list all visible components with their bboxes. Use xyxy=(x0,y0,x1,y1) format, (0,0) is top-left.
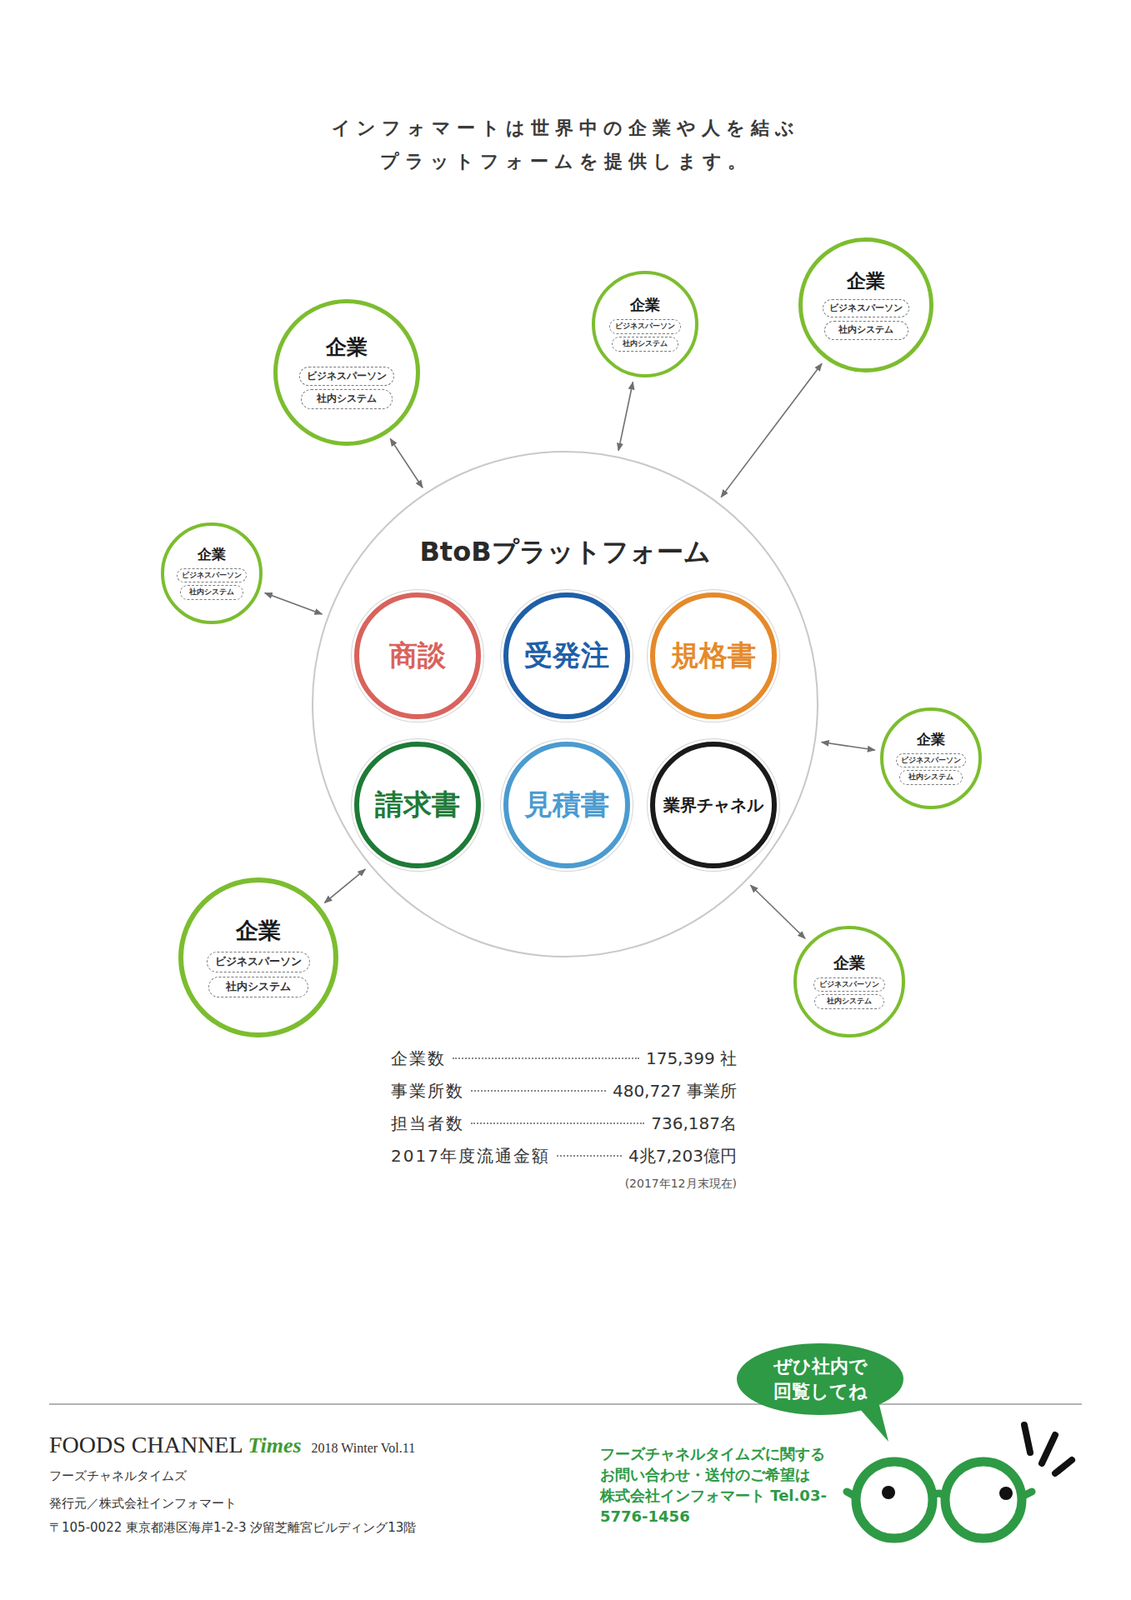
member-pill: ビジネスパーソン xyxy=(813,977,886,993)
member-label: ビジネスパーソン xyxy=(306,370,387,384)
service-label: 業界チャネル xyxy=(663,793,764,817)
footer-rule xyxy=(49,1403,1082,1406)
company-heading: 企業 xyxy=(235,917,281,944)
stat-value: 736,187名 xyxy=(650,1112,737,1136)
stat-value: 480,727 事業所 xyxy=(612,1080,737,1103)
company-circle: 企業ビジネスパーソン社内システム xyxy=(591,270,699,378)
service-label: 商談 xyxy=(389,636,446,676)
company-heading: 企業 xyxy=(846,270,886,292)
service-circle: 規格書 xyxy=(650,592,777,720)
member-label: 社内システム xyxy=(830,324,902,336)
member-pill: 社内システム xyxy=(899,770,963,786)
member-pill: ビジネスパーソン xyxy=(299,366,395,387)
stat-name: 事業所数 xyxy=(390,1080,465,1103)
service-circle: 請求書 xyxy=(354,741,481,869)
member-pill: ビジネスパーソン xyxy=(822,299,910,318)
member-pill: ビジネスパーソン xyxy=(609,319,681,335)
contact-note: フーズチャネルタイムズに関する お問い合わせ・送付のご希望は 株式会社インフォマ… xyxy=(600,1443,842,1527)
member-pill: ビジネスパーソン xyxy=(176,568,247,584)
member-pill: 社内システム xyxy=(824,320,909,340)
company-heading: 企業 xyxy=(325,335,368,361)
member-label: 社内システム xyxy=(904,772,958,783)
stat-name: 企業数 xyxy=(390,1047,446,1071)
masthead-text: FOODS CHANNEL xyxy=(49,1431,244,1459)
company-circle: 企業ビジネスパーソン社内システム xyxy=(160,522,263,625)
member-label: 社内システム xyxy=(308,392,386,406)
company-circle: 企業ビジネスパーソン社内システム xyxy=(178,877,339,1038)
speech-bubble: ぜひ社内で 回覧してね xyxy=(736,1343,904,1416)
member-label: ビジネスパーソン xyxy=(819,980,880,991)
member-label: ビジネスパーソン xyxy=(829,302,903,315)
member-label: 社内システム xyxy=(185,587,239,598)
platform-circle: BtoBプラットフォーム商談 受発注 規格書請求書 見積書 業界チャネル xyxy=(311,450,819,958)
page-title: インフォマートは世界中の企業や人を結ぶ プラットフォームを提供します。 xyxy=(299,111,833,179)
stat-name: 2017年度流通金額 xyxy=(390,1145,551,1168)
member-label: 社内システム xyxy=(216,980,301,995)
company-circle: 企業ビジネスパーソン社内システム xyxy=(793,925,906,1038)
dotted-leader xyxy=(452,1057,640,1060)
member-label: 社内システム xyxy=(617,339,673,350)
connector-arrow xyxy=(390,438,423,488)
member-pill: ビジネスパーソン xyxy=(206,951,311,973)
service-label: 規格書 xyxy=(670,636,756,676)
member-label: 社内システム xyxy=(820,996,879,1007)
dotted-leader xyxy=(470,1090,606,1092)
stat-value: 4兆7,203億円 xyxy=(628,1145,737,1168)
member-label: ビジネスパーソン xyxy=(615,321,676,332)
bubble-text: ぜひ社内で 回覧してね xyxy=(757,1354,883,1405)
service-circle: 商談 xyxy=(354,592,481,720)
masthead-reading: フーズチャネルタイムズ xyxy=(49,1468,187,1485)
service-circle: 業界チャネル xyxy=(650,741,777,869)
company-circle: 企業ビジネスパーソン社内システム xyxy=(798,237,934,373)
masthead-text: 2018 Winter Vol.11 xyxy=(311,1441,416,1457)
connector-arrow xyxy=(821,742,876,751)
company-heading: 企業 xyxy=(197,546,226,564)
dotted-leader xyxy=(556,1155,622,1157)
service-circle: 見積書 xyxy=(503,741,631,869)
stat-row: 担当者数 736,187名 xyxy=(390,1110,737,1137)
service-label: 受発注 xyxy=(524,636,610,676)
glasses-character xyxy=(846,1425,1072,1539)
stat-name: 担当者数 xyxy=(390,1112,465,1136)
member-pill: 社内システム xyxy=(180,585,244,601)
company-circle: 企業ビジネスパーソン社内システム xyxy=(880,707,982,810)
bubble-shape xyxy=(736,1343,904,1416)
company-heading: 企業 xyxy=(630,296,661,315)
date-note: (2017年12月末現在) xyxy=(625,1176,737,1192)
connector-arrow xyxy=(265,593,323,615)
connector-arrow xyxy=(750,885,806,939)
member-pill: ビジネスパーソン xyxy=(895,753,966,769)
platform-title: BtoBプラットフォーム xyxy=(313,534,817,571)
connector-arrow xyxy=(720,363,822,497)
member-pill: 社内システム xyxy=(208,976,309,998)
service-circle: 受発注 xyxy=(503,592,631,720)
service-label: 見積書 xyxy=(524,785,610,825)
address-note: 〒105-0022 東京都港区海岸1-2-3 汐留芝離宮ビルディング13階 xyxy=(49,1520,416,1537)
member-pill: 社内システム xyxy=(611,336,679,352)
member-label: ビジネスパーソン xyxy=(181,570,242,581)
company-heading: 企業 xyxy=(916,731,946,749)
company-circle: 企業ビジネスパーソン社内システム xyxy=(273,299,421,446)
publisher-note: 発行元／株式会社インフォマート xyxy=(49,1496,237,1512)
member-label: ビジネスパーソン xyxy=(215,955,302,970)
member-label: ビジネスパーソン xyxy=(900,755,961,766)
company-heading: 企業 xyxy=(833,954,866,973)
stat-row: 2017年度流通金額 4兆7,203億円 xyxy=(390,1143,737,1169)
connector-arrow xyxy=(618,381,633,451)
masthead-logo: FOODS CHANNELTimes 2018 Winter Vol.11 xyxy=(49,1431,416,1459)
dotted-leader xyxy=(470,1122,645,1125)
stat-row: 企業数 175,399 社 xyxy=(390,1045,737,1071)
stat-value: 175,399 社 xyxy=(645,1047,737,1071)
member-pill: 社内システム xyxy=(300,389,393,410)
masthead-text: Times xyxy=(248,1433,302,1459)
service-label: 請求書 xyxy=(375,785,461,825)
member-pill: 社内システム xyxy=(814,994,885,1010)
stat-row: 事業所数 480,727 事業所 xyxy=(390,1078,737,1104)
connector-arrow xyxy=(324,869,366,903)
